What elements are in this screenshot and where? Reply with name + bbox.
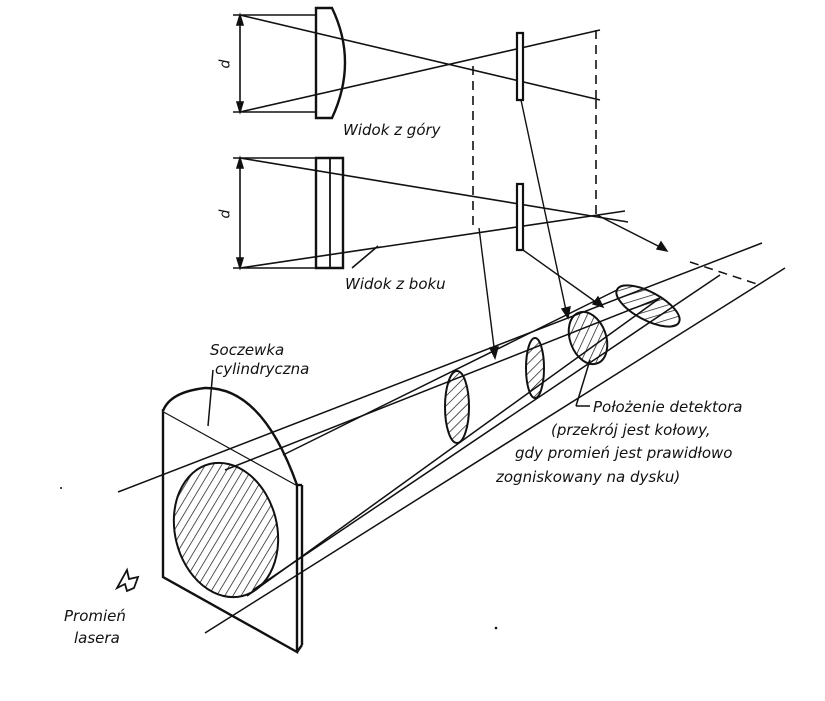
cylindrical-lens-3d	[160, 388, 302, 652]
top-view	[233, 8, 600, 228]
beam-cross-section-lens	[160, 452, 292, 609]
laser-arrow-icon	[117, 570, 138, 591]
cross-section-1	[445, 371, 469, 443]
dimension-label-side: d	[217, 209, 234, 219]
detector-side-view	[517, 184, 523, 250]
label-top-view: Widok z góry	[343, 121, 441, 139]
cylindrical-lens-top-view	[316, 8, 345, 118]
beam-cross-sections	[445, 277, 685, 443]
dimension-label-top: d	[217, 59, 234, 69]
cross-section-4	[611, 277, 686, 335]
scan-specks	[60, 487, 498, 630]
cross-section-3-detector	[562, 306, 614, 369]
detector-top-view	[517, 33, 523, 100]
label-detector-line3: gdy promień jest prawidłowo	[515, 444, 733, 462]
cross-section-2	[526, 338, 544, 398]
label-laser-line2: lasera	[74, 629, 120, 647]
label-detector-line1: Położenie detektora	[593, 398, 743, 416]
side-view	[233, 158, 628, 268]
label-lens-line1: Soczewka	[210, 341, 285, 359]
label-detector-line4: zogniskowany na dysku)	[496, 468, 681, 486]
label-laser-line1: Promień	[64, 607, 126, 625]
label-side-view: Widok z boku	[345, 275, 446, 293]
projection-lines	[479, 100, 667, 358]
label-leaders	[208, 360, 590, 426]
label-lens-line2: cylindryczna	[215, 360, 310, 378]
label-detector-line2: (przekrój jest kołowy,	[551, 421, 711, 439]
